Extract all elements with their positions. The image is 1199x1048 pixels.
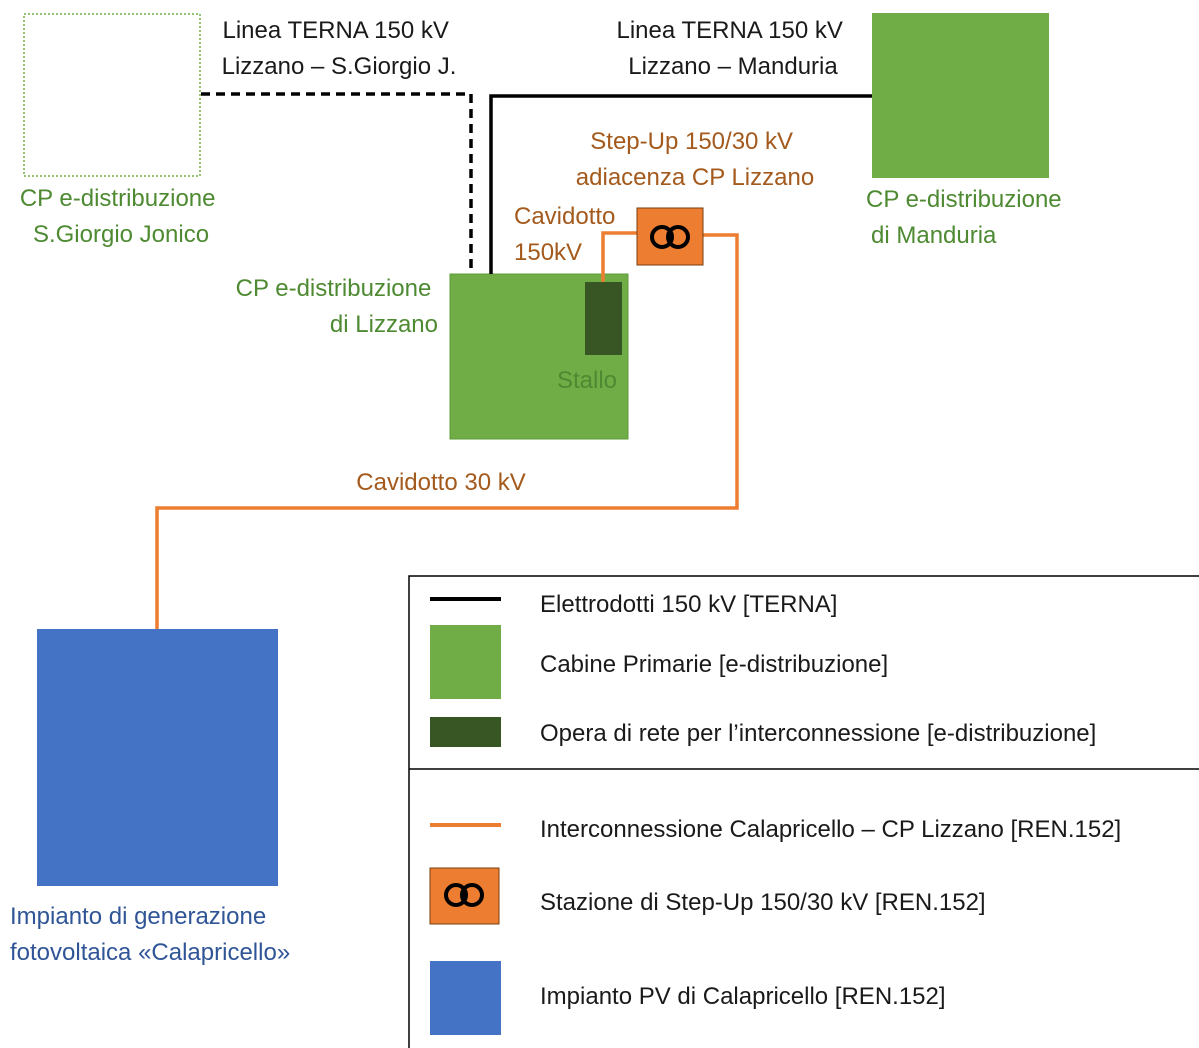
cp-manduria-box xyxy=(872,13,1049,178)
stepup-station xyxy=(636,207,704,266)
label-stallo: Stallo xyxy=(557,367,617,394)
legend-label-4: Stazione di Step-Up 150/30 kV [REN.152] xyxy=(540,889,986,916)
legend-icon-stepup xyxy=(429,867,500,925)
svg-text:CP e-distribuzione di Lizz: CP e-distribuzione di Lizzano xyxy=(236,275,438,338)
svg-text:CP e-distribuzione S.Giorg: CP e-distribuzione S.Giorgio Jonico xyxy=(20,185,222,248)
label-cp-manduria-line2: di Manduria xyxy=(871,222,997,249)
label-terna-sgiorgio-line2: Lizzano – S.Giorgio J. xyxy=(222,53,457,80)
label-cavidotto150-line2: 150kV xyxy=(514,239,582,266)
svg-text:Impianto di generazione fo: Impianto di generazione fotovoltaica «Ca… xyxy=(10,903,290,966)
cavidotto-150-line xyxy=(601,231,637,282)
legend-frame xyxy=(408,575,1199,1048)
transformer-icon xyxy=(650,225,690,249)
label-terna-manduria-line1: Linea TERNA 150 kV xyxy=(616,17,842,44)
stallo-box xyxy=(585,282,622,355)
legend-label-0: Elettrodotti 150 kV [TERNA] xyxy=(540,591,837,618)
transformer-icon xyxy=(444,883,484,907)
label-pv-line1: Impianto di generazione xyxy=(10,903,266,930)
label-cp-sgiorgio-line2: S.Giorgio Jonico xyxy=(33,221,209,248)
label-cp-lizzano-line2: di Lizzano xyxy=(330,311,438,338)
label-cp-manduria-line1: CP e-distribuzione xyxy=(866,186,1062,213)
svg-text:CP e-distribuzione di Mand: CP e-distribuzione di Manduria xyxy=(866,186,1068,249)
legend: Elettrodotti 150 kV [TERNA] Cabine Prima… xyxy=(408,575,1199,1048)
legend-icon-green-square xyxy=(430,625,501,699)
label-stepup-line1: Step-Up 150/30 kV xyxy=(590,128,793,155)
svg-text:Linea TERNA 150 kV Lizzano: Linea TERNA 150 kV Lizzano – S.Giorgio J… xyxy=(222,17,457,80)
pv-plant-box xyxy=(37,629,278,886)
label-cavidotto150-line1: Cavidotto xyxy=(514,203,615,230)
terna-line-sgiorgio xyxy=(201,92,473,274)
terna-line-manduria xyxy=(489,94,872,274)
label-terna-sgiorgio-line1: Linea TERNA 150 kV xyxy=(222,17,448,44)
svg-text:Step-Up 150/30 kV adiacenz: Step-Up 150/30 kV adiacenza CP Lizzano xyxy=(576,128,814,191)
cavidotto-30-line xyxy=(155,233,739,629)
label-stepup-line2: adiacenza CP Lizzano xyxy=(576,164,814,191)
cp-sgiorgio-box xyxy=(23,13,201,177)
svg-text:Linea TERNA 150 kV Lizzano: Linea TERNA 150 kV Lizzano – Manduria xyxy=(616,17,849,80)
legend-label-2: Opera di rete per l’interconnessione [e-… xyxy=(540,720,1096,747)
label-cavidotto30: Cavidotto 30 kV xyxy=(356,469,525,496)
legend-label-1: Cabine Primarie [e-distribuzione] xyxy=(540,651,888,678)
label-cp-lizzano-line1: CP e-distribuzione xyxy=(236,275,432,302)
svg-text:Cavidotto 150kV: Cavidotto 150kV xyxy=(514,203,622,266)
label-terna-manduria-line2: Lizzano – Manduria xyxy=(628,53,838,80)
legend-icon-dark-green-rect xyxy=(430,717,501,747)
label-pv-line2: fotovoltaica «Calapricello» xyxy=(10,939,290,966)
label-cp-sgiorgio-line1: CP e-distribuzione xyxy=(20,185,216,212)
legend-label-3: Interconnessione Calapricello – CP Lizza… xyxy=(540,816,1121,843)
legend-label-5: Impianto PV di Calapricello [REN.152] xyxy=(540,983,946,1010)
legend-icon-blue-square xyxy=(430,961,501,1035)
